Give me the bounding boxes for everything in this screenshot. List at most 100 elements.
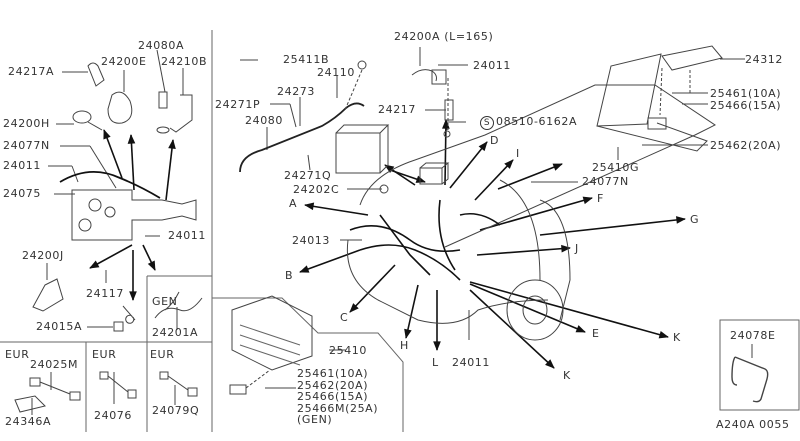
arrow-G xyxy=(540,216,686,235)
battery-cable xyxy=(240,103,364,172)
battery xyxy=(336,125,388,173)
label-24346A: 24346A xyxy=(5,415,52,428)
arrow-to-24200E xyxy=(127,134,136,190)
bracket-24217 xyxy=(445,100,453,120)
label-24200H: 24200H xyxy=(3,117,50,130)
label-24210B: 24210B xyxy=(161,55,208,68)
clamp-24200E xyxy=(108,92,132,123)
callout-F: F xyxy=(597,192,604,205)
label-24312: 24312 xyxy=(745,53,783,66)
harness-24201A xyxy=(155,292,202,318)
interior-fuse-panel xyxy=(597,54,707,151)
panel-dividers xyxy=(0,30,799,432)
arrow-to-24210B xyxy=(166,139,176,200)
fuse-item: 25462(20A) xyxy=(297,378,369,392)
label-24077N-left: 24077N xyxy=(3,139,50,152)
arrow-D xyxy=(450,141,487,188)
label-24271P: 24271P xyxy=(215,98,261,111)
cover-24312 xyxy=(662,46,722,70)
callout-J: J xyxy=(575,242,579,255)
harness-24076 xyxy=(100,372,136,398)
label-24025M: 24025M xyxy=(30,358,79,371)
callout-G: G xyxy=(690,213,700,226)
arrow-K1 xyxy=(470,290,555,369)
label-24015A: 24015A xyxy=(36,320,83,333)
arrow-to-24217 xyxy=(442,119,450,185)
label-24271Q: 24271Q xyxy=(284,169,332,182)
arrow-J xyxy=(477,244,571,255)
label-24202C: 24202C xyxy=(293,183,340,196)
fuse-list: 25461(10A) 25462(20A) 25466(15A) 25466M(… xyxy=(297,368,378,426)
part-24200J xyxy=(33,279,63,311)
label-24011-top: 24011 xyxy=(473,59,511,72)
label-24080: 24080 xyxy=(245,114,283,127)
label-24013: 24013 xyxy=(292,234,330,247)
label-24200J: 24200J xyxy=(22,249,64,262)
label-eur-tag-1: EUR xyxy=(5,348,30,361)
part-24117 xyxy=(123,306,135,323)
label-24080A: 24080A xyxy=(138,39,185,52)
callout-K-upper: K xyxy=(673,331,681,344)
arrow-F xyxy=(480,196,593,230)
label-25462-20A: 25462(20A) xyxy=(710,139,782,152)
bracket-24217A xyxy=(88,63,104,86)
label-24078E: 24078E xyxy=(730,329,776,342)
label-eur-tag-3: EUR xyxy=(150,348,175,361)
arrow-I xyxy=(475,159,514,200)
callout-arrows xyxy=(89,119,686,369)
label-25410: 25410 xyxy=(329,344,367,357)
arrow-to-gen xyxy=(143,245,155,271)
label-24201A: 24201A xyxy=(152,326,199,339)
fuse-block xyxy=(648,118,666,129)
relay xyxy=(420,163,448,184)
engine-block xyxy=(72,190,196,240)
label-24117: 24117 xyxy=(86,287,124,300)
fuse-item: 25466(15A) xyxy=(297,390,369,403)
callout-C: C xyxy=(340,311,349,324)
label-24075: 24075 xyxy=(3,187,41,200)
main-harness-24013 xyxy=(350,200,500,280)
arrow-to-24200H xyxy=(104,129,122,178)
bolt-24080A xyxy=(159,92,167,108)
label-25461-10A: 25461(10A) xyxy=(710,87,782,100)
label-24217: 24217 xyxy=(378,103,416,116)
bracket-24210B xyxy=(170,95,192,132)
fuse-item: 25461(10A) xyxy=(297,367,369,380)
callout-D: D xyxy=(490,134,500,147)
part-24078E-box xyxy=(720,320,799,410)
label-24200E: 24200E xyxy=(101,55,147,68)
arrow-A xyxy=(304,202,368,215)
label-25410G: 25410G xyxy=(592,161,640,174)
part-24346A xyxy=(15,396,45,412)
label-24011-bottom: 24011 xyxy=(452,356,490,369)
grommet-24200H xyxy=(73,111,91,123)
label-24079Q: 24079Q xyxy=(152,404,200,417)
reference-code: A240A 0055 xyxy=(716,418,790,431)
callout-H: H xyxy=(400,339,409,352)
fuse-item: 25466M(25A) xyxy=(297,401,379,415)
label-24200A: 24200A (L=165) xyxy=(394,30,494,43)
arrow-to-relay xyxy=(390,170,426,183)
vehicle-body xyxy=(360,85,715,247)
label-eur-tag-2: EUR xyxy=(92,348,117,361)
label-24273: 24273 xyxy=(277,85,315,98)
fuse-part xyxy=(230,385,246,394)
s-symbol-icon: S xyxy=(480,116,494,130)
callout-B: B xyxy=(285,269,294,282)
callout-A: A xyxy=(289,197,298,210)
label-24076: 24076 xyxy=(94,409,132,422)
vehicle-front xyxy=(347,240,548,323)
label-24077N-right: 24077N xyxy=(582,175,629,188)
arrow-C xyxy=(349,265,395,313)
arrow-B xyxy=(299,250,360,272)
label-08510-text: 08510-6162A xyxy=(496,115,578,128)
leader-lines xyxy=(32,47,752,415)
part-24202C xyxy=(380,185,388,193)
callout-E: E xyxy=(592,327,600,340)
screw-08510 xyxy=(444,131,450,137)
wheel xyxy=(507,280,563,340)
harness-24025M xyxy=(30,378,80,400)
